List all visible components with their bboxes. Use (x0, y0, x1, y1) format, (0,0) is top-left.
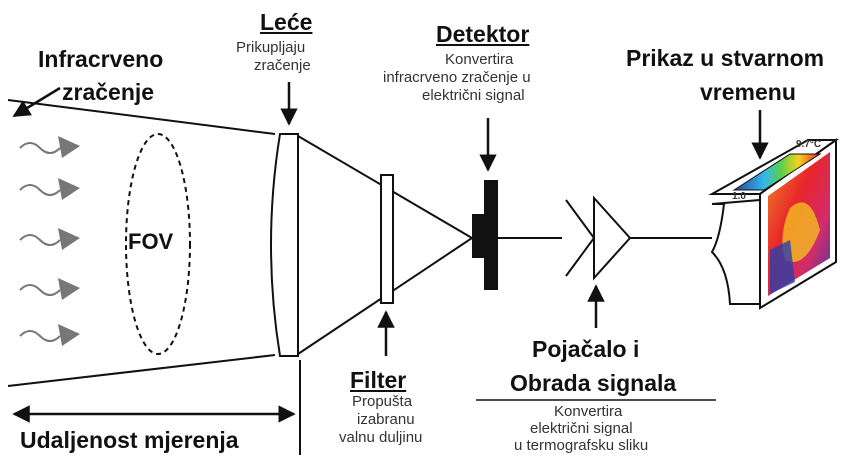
amp-desc-line1: Konvertira (554, 403, 623, 420)
infrared-label-line1: Infracrveno (38, 46, 164, 72)
amp-label-line2: Obrada signala (510, 370, 677, 396)
wave-head-1 (58, 136, 80, 158)
amp-triangle-2 (593, 195, 632, 281)
fov-ellipse (125, 133, 191, 355)
radiation-waves (19, 142, 61, 342)
wave-head-2 (58, 178, 80, 200)
thermal-hot-spot (782, 202, 820, 262)
wave-head-3 (58, 228, 80, 250)
detector-desc-line2: infracrveno zračenje u (383, 69, 531, 86)
detector-desc-line3: električni signal (422, 87, 525, 104)
amp-triangle-1 (565, 199, 596, 277)
fov-lower-line (7, 354, 276, 387)
lens-desc-line2: zračenje (254, 57, 311, 74)
amp-label-line1: Pojačalo i (532, 336, 640, 362)
thermal-cool-spot (770, 240, 795, 294)
wave-head-5 (58, 324, 80, 346)
fov-label: FOV (128, 229, 174, 254)
lens-shape (270, 133, 299, 357)
detector-desc-line1: Konvertira (445, 51, 514, 68)
wave-arrow-5 (19, 330, 61, 342)
display-label-line2: vremenu (700, 79, 796, 105)
wave-arrow-4 (19, 284, 61, 296)
filter-desc-line3: valnu duljinu (339, 429, 423, 446)
display-label-line1: Prikaz u stvarnom (626, 45, 825, 71)
detector-title: Detektor (436, 21, 530, 47)
wave-arrow-3 (19, 234, 61, 246)
wave-arrowheads (58, 136, 80, 346)
color-scale-bar (732, 153, 822, 191)
distance-label: Udaljenost mjerenja (20, 427, 239, 453)
infrared-pointer-arrow (12, 86, 61, 118)
display-body (710, 198, 761, 305)
amp-desc-line3: u termografsku sliku (514, 437, 649, 454)
filter-rect (380, 174, 394, 304)
scale-max-label: 9.7°C (796, 139, 822, 150)
amp-desc-line2: električni signal (530, 420, 633, 437)
wave-arrow-2 (19, 184, 61, 196)
detector-bar (472, 214, 484, 258)
wave-arrow-1 (19, 142, 61, 154)
thermal-display (708, 138, 840, 310)
lens-desc-line1: Prikupljaju (236, 39, 306, 56)
fov-upper-line (7, 99, 276, 135)
filter-desc-line1: Propušta (352, 393, 413, 410)
wave-head-4 (58, 278, 80, 300)
lens-title: Leće (260, 9, 313, 35)
filter-title: Filter (350, 367, 407, 393)
infrared-label-line2: zračenje (62, 79, 155, 105)
filter-desc-line2: izabranu (357, 411, 415, 428)
detector-body (484, 180, 498, 290)
scale-min-label: 1.0 (732, 191, 746, 202)
